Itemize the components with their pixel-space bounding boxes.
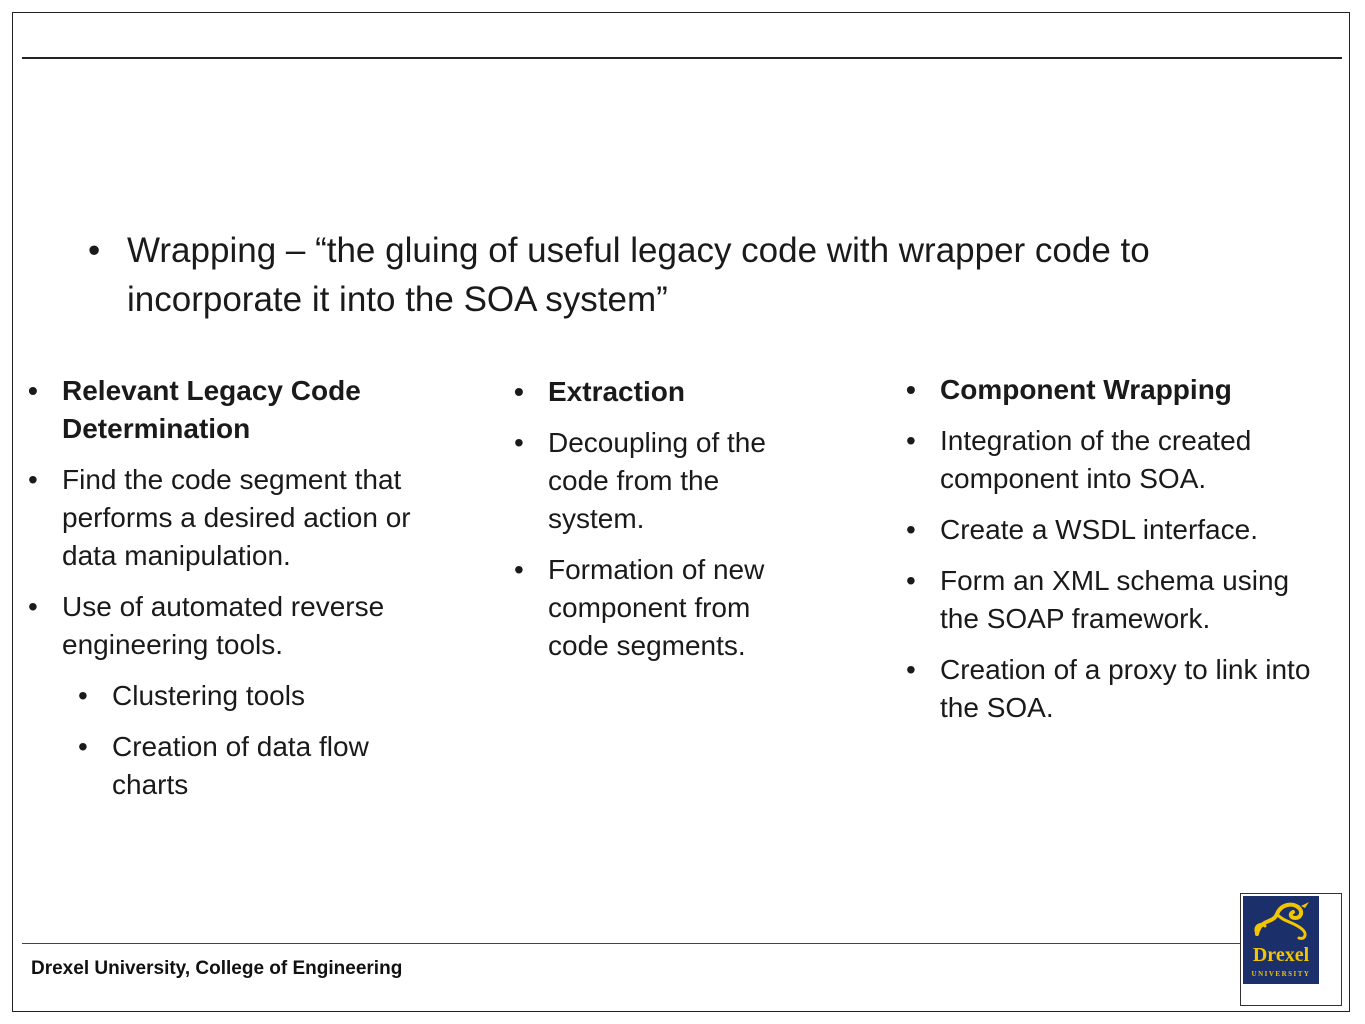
list-item: Form an XML schema using the SOAP framew… xyxy=(906,562,1326,638)
list-item: Integration of the created component int… xyxy=(906,422,1326,498)
footer-text: Drexel University, College of Engineerin… xyxy=(31,958,403,979)
list-item: Formation of new component from code seg… xyxy=(514,551,814,665)
list-item: Component Wrapping xyxy=(906,371,1326,409)
list-item: Relevant Legacy Code Determination xyxy=(28,372,438,448)
logo-panel: Drexel UNIVERSITY xyxy=(1243,896,1319,984)
logo-subword: UNIVERSITY xyxy=(1251,970,1311,978)
headline-text: Wrapping – “the gluing of useful legacy … xyxy=(127,231,1150,319)
title-divider xyxy=(22,57,1342,59)
list-item: Create a WSDL interface. xyxy=(906,511,1326,549)
column-component-wrapping: Component Wrapping Integration of the cr… xyxy=(906,371,1326,740)
footer-divider xyxy=(22,943,1240,944)
headline-bullet: • xyxy=(88,231,101,270)
column-extraction: Extraction Decoupling of the code from t… xyxy=(514,373,814,678)
list-item: Creation of a proxy to link into the SOA… xyxy=(906,651,1326,727)
bullet-list: Extraction Decoupling of the code from t… xyxy=(514,373,814,665)
slide-headline: • Wrapping – “the gluing of useful legac… xyxy=(88,226,1328,324)
column-relevant-legacy-code: Relevant Legacy Code Determination Find … xyxy=(28,372,438,817)
dragon-icon xyxy=(1254,902,1309,940)
list-item: Decoupling of the code from the system. xyxy=(514,424,814,538)
list-item: Creation of data flow charts xyxy=(78,728,438,804)
bullet-list: Relevant Legacy Code Determination Find … xyxy=(28,372,438,804)
university-logo: Drexel UNIVERSITY xyxy=(1240,893,1342,1006)
slide-frame xyxy=(12,12,1350,1012)
bullet-list: Component Wrapping Integration of the cr… xyxy=(906,371,1326,727)
list-item: Extraction xyxy=(514,373,814,411)
list-item: Find the code segment that performs a de… xyxy=(28,461,438,575)
list-item: Use of automated reverse engineering too… xyxy=(28,588,438,664)
logo-wordmark: Drexel xyxy=(1252,944,1310,966)
list-item: Clustering tools xyxy=(78,677,438,715)
